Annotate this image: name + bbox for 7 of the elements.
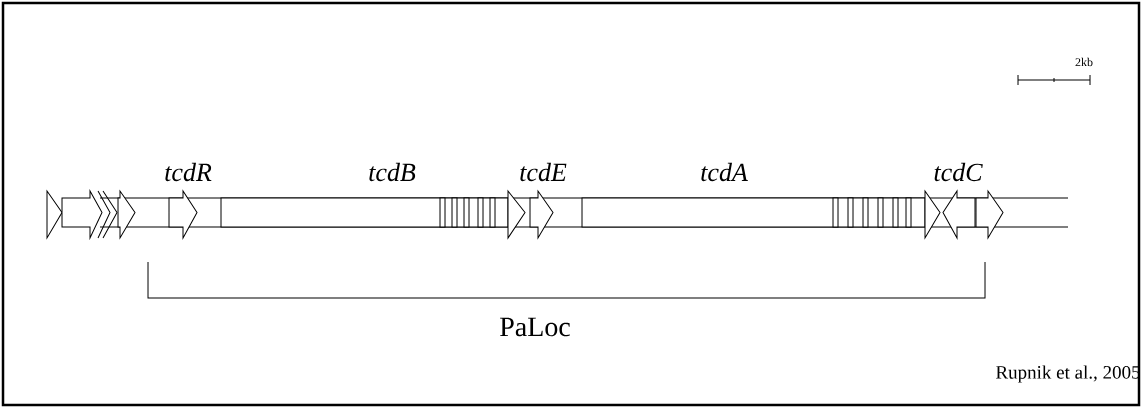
gene-label: tcdA <box>701 162 748 182</box>
scale-label: 2kb <box>1075 57 1093 67</box>
gene-label: tcdR <box>165 162 212 182</box>
gene-label: tcdB <box>369 162 416 182</box>
region-label: PaLoc <box>500 317 570 337</box>
gene-label: tcdE <box>520 162 567 182</box>
gene-label: tcdC <box>934 162 983 182</box>
